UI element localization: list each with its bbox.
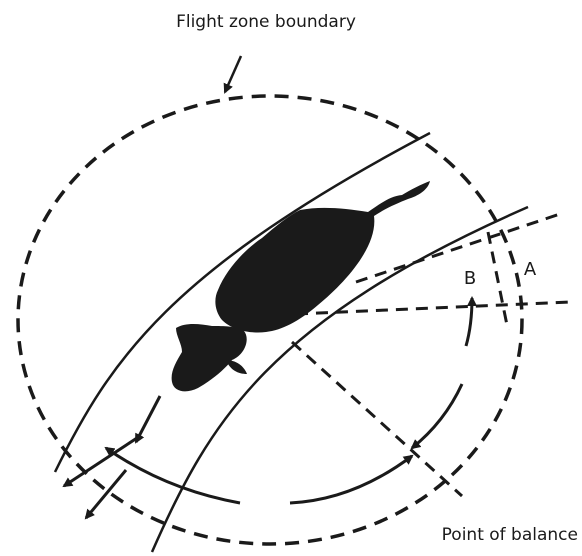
arc-arrow-up — [464, 296, 477, 347]
zone-b-label: B — [464, 268, 476, 289]
zone-line-middle — [295, 300, 571, 316]
point-of-balance-label: Point of balance — [442, 525, 578, 545]
zone-a-label: A — [524, 259, 537, 280]
chute-wall-inner — [150, 205, 529, 553]
point-of-balance-line — [290, 340, 464, 498]
zone-line-upper — [355, 212, 561, 284]
flight-zone-boundary-circle — [16, 94, 524, 546]
flight-zone-boundary-label: Flight zone boundary — [176, 12, 356, 32]
chute-wall-outer — [53, 131, 431, 473]
arrow-down-left-3 — [84, 469, 128, 520]
zone-divider-ab — [486, 231, 510, 331]
boundary-pointer-arrow — [223, 55, 243, 94]
arc-arrow-bottom-right — [289, 454, 414, 505]
arrow-down-left-1 — [134, 395, 162, 444]
arc-arrow-bottom-left — [104, 446, 241, 505]
arrow-down-left-2 — [62, 434, 141, 488]
arc-arrow-right-down — [410, 383, 464, 450]
cow-silhouette — [171, 181, 430, 392]
